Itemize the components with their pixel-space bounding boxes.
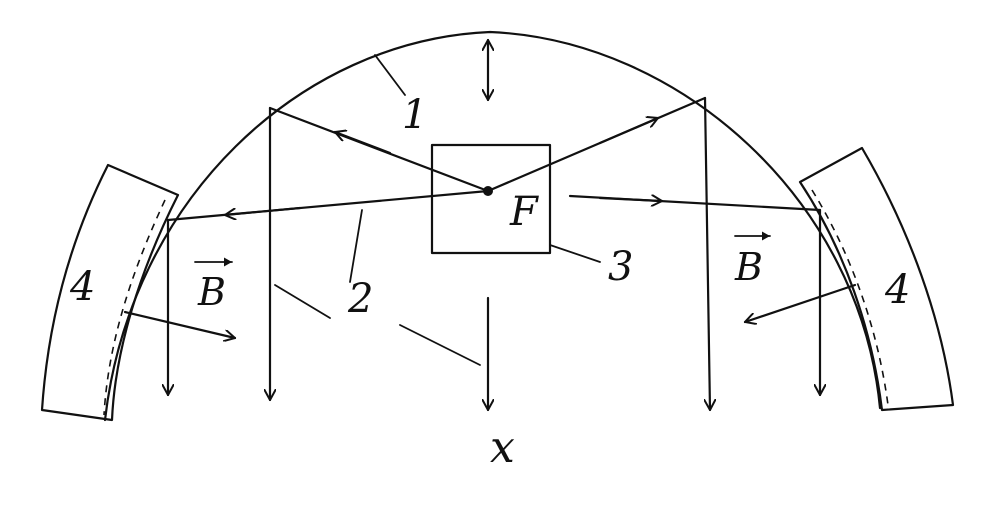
ray-to-left-upper-arrow xyxy=(335,132,392,155)
reflected-ray-3 xyxy=(705,96,710,412)
label-mirror: 1 xyxy=(402,92,427,138)
magnet-right xyxy=(798,146,955,412)
field-arrow-left xyxy=(123,310,235,338)
label-magnet-left: 4 xyxy=(69,264,95,310)
leader-mirror xyxy=(374,54,406,96)
magnet-right-inner-dash xyxy=(811,189,889,406)
label-field-left: B xyxy=(197,270,226,314)
label-source-box: 3 xyxy=(608,244,633,290)
magnet-left xyxy=(40,163,180,422)
ray-to-right-upper xyxy=(486,96,707,193)
label-field-right: B xyxy=(734,245,763,289)
leader-rays-b xyxy=(274,284,331,319)
magnet-left-inner-dash xyxy=(103,199,166,416)
label-focus: F xyxy=(509,189,539,235)
ray-to-right-upper-arrow xyxy=(598,118,658,145)
leader-rays-a xyxy=(349,209,363,283)
label-axis: x xyxy=(490,422,515,473)
field-arrow-right xyxy=(745,283,857,322)
ray-to-right-lower-arrow xyxy=(598,198,662,201)
source-box xyxy=(430,143,552,255)
parabolic-mirror xyxy=(103,30,882,422)
ray-to-left-lower xyxy=(166,189,490,222)
leader-rays-c xyxy=(399,324,481,366)
label-magnet-right: 4 xyxy=(884,267,910,313)
leader-source-box xyxy=(549,244,601,263)
label-rays: 2 xyxy=(347,276,373,322)
ray-to-left-lower-arrow xyxy=(225,206,302,215)
